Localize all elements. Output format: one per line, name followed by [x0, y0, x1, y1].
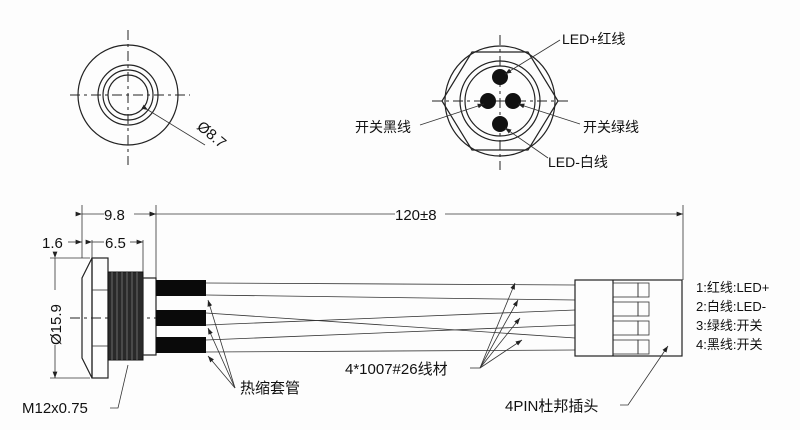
pin-led-plus [492, 69, 508, 85]
wires [205, 282, 576, 353]
pinout-2: 2:白线:LED- [696, 299, 766, 314]
heat-shrink-1 [156, 280, 206, 296]
label-led-plus: LED+红线 [562, 31, 625, 47]
heat-shrink-2 [156, 310, 206, 326]
pin-switch-green [505, 93, 521, 109]
pinout-3: 3:绿线:开关 [696, 318, 762, 333]
pin-led-minus [492, 116, 508, 132]
wire-label: 4*1007#26线材 [345, 361, 448, 378]
front-diameter-label: Ø8.7 [193, 118, 229, 152]
pinout-4: 4:黑线:开关 [696, 337, 762, 352]
thread-length-dim: 6.5 [105, 235, 126, 252]
dupont-connector [574, 279, 683, 357]
connector-label: 4PIN杜邦插头 [505, 398, 598, 415]
label-switch-black: 开关黑线 [355, 119, 411, 135]
bezel-thickness-dim: 1.6 [42, 235, 63, 252]
head-diameter-dim: Ø15.9 [48, 304, 65, 345]
pinout-1: 1:红线:LED+ [696, 280, 769, 295]
rear-view: LED+红线 开关黑线 开关绿线 LED-白线 [355, 31, 639, 170]
thread [107, 271, 144, 361]
pin-switch-black [480, 93, 496, 109]
label-led-minus: LED-白线 [548, 154, 608, 170]
front-view: Ø8.7 [70, 30, 229, 165]
heat-shrink-3 [156, 337, 206, 353]
label-switch-green: 开关绿线 [583, 119, 639, 135]
body-length-dim: 9.8 [104, 207, 125, 224]
thread-spec-label: M12x0.75 [22, 400, 88, 417]
side-view: 9.8 120±8 1.6 6.5 Ø15.9 [22, 205, 769, 417]
cable-length-dim: 120±8 [395, 207, 437, 224]
heat-shrink-label: 热缩套管 [240, 380, 300, 397]
